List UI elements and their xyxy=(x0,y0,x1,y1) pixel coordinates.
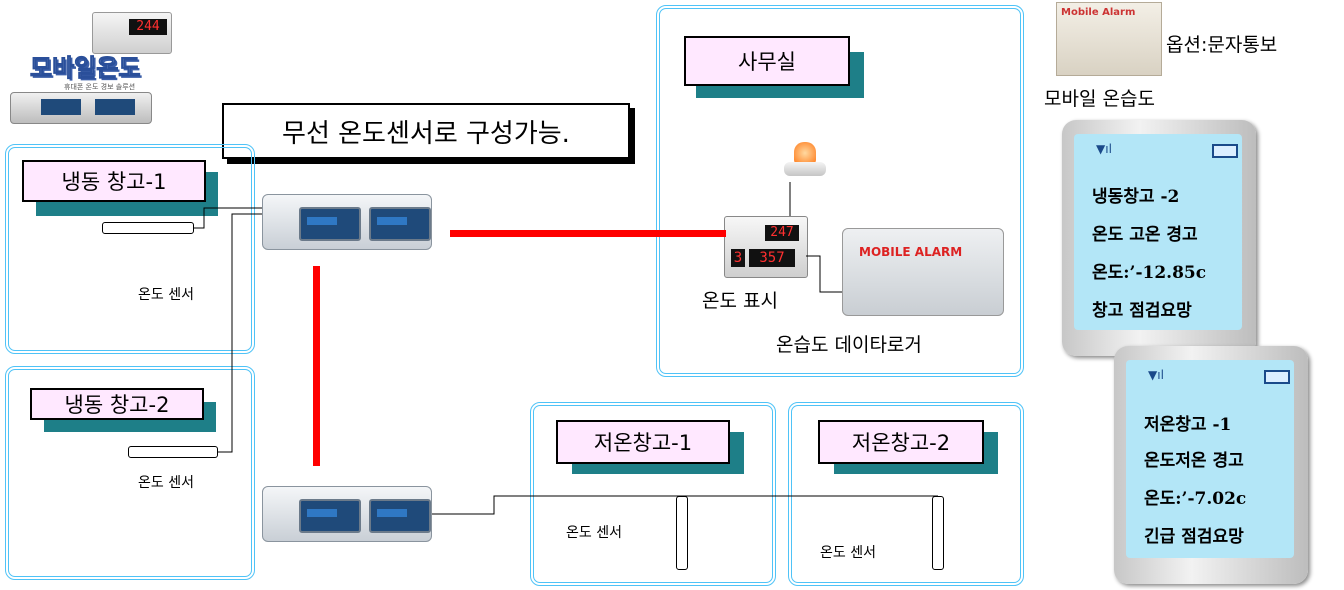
banner-text: 무선 온도센서로 구성가능. xyxy=(282,118,570,149)
zone-freezer-1-label: 냉동 창고-1 xyxy=(22,160,206,202)
phone-2-line-1: 저온창고 -1 xyxy=(1144,415,1232,435)
cold-1-sensor-label: 온도 센서 xyxy=(566,525,622,541)
zone-freezer-2 xyxy=(5,366,255,580)
mobile-alarm-device-text: MOBILE ALARM xyxy=(859,245,963,259)
logo-display-device: 244 xyxy=(92,12,172,54)
zone-cold-1-label: 저온창고-1 xyxy=(556,420,730,464)
red-link-vertical xyxy=(313,266,320,466)
zone-cold-1 xyxy=(530,402,776,586)
zone-freezer-2-label: 냉동 창고-2 xyxy=(30,388,204,420)
mobile-alarm-device: MOBILE ALARM xyxy=(842,228,1004,316)
display-left-value: 3 xyxy=(731,249,745,267)
zone-cold-2 xyxy=(788,402,1024,586)
display-top-value: 247 xyxy=(765,225,799,241)
wire-freezer-2 xyxy=(218,213,262,453)
red-link-horizontal xyxy=(450,230,726,237)
phone-2-line-3: 온도:’-7.02c xyxy=(1144,489,1247,509)
logo-logger-device xyxy=(10,92,152,124)
logo-subtitle: 휴대폰 온도 경보 솔루션 xyxy=(64,83,136,91)
freezer-2-sensor-label: 온도 센서 xyxy=(138,475,194,491)
phone-1-line-3: 온도:’-12.85c xyxy=(1092,263,1207,283)
phone-2-line-4: 긴급 점검요망 xyxy=(1144,527,1244,547)
zone-cold-2-label: 저온창고-2 xyxy=(818,420,984,464)
zone-freezer-1 xyxy=(5,144,255,354)
freezer-1-sensor-label: 온도 센서 xyxy=(138,287,194,303)
temperature-display-label: 온도 표시 xyxy=(702,290,778,312)
zone-office xyxy=(656,5,1024,377)
logo-display-value: 244 xyxy=(129,19,167,35)
logo-title: 모바일온도 xyxy=(29,54,141,83)
phone-1-line-2: 온도 고온 경고 xyxy=(1092,225,1198,245)
wire-freezer-1 xyxy=(194,207,262,229)
logo: 244 모바일온도 휴대폰 온도 경보 솔루션 xyxy=(4,6,174,126)
phone-1-line-1: 냉동창고 -2 xyxy=(1092,187,1180,207)
display-right-value: 357 xyxy=(749,249,795,267)
option-device-text: Mobile Alarm xyxy=(1061,7,1136,18)
phone-2: ▼ıl 저온창고 -1 온도저온 경고 온도:’-7.02c 긴급 점검요망 xyxy=(1114,346,1308,584)
data-logger-label: 온습도 데이타로거 xyxy=(776,334,922,356)
freezer-2-sensor xyxy=(128,446,218,458)
battery-icon xyxy=(1212,144,1238,158)
wire-cold-storage xyxy=(432,495,938,515)
wire-alarm xyxy=(806,255,842,293)
phone-2-line-2: 온도저온 경고 xyxy=(1144,451,1244,471)
signal-icon: ▼ıl xyxy=(1148,368,1164,382)
freezer-1-sensor xyxy=(102,222,194,234)
zone-office-label: 사무실 xyxy=(684,36,850,86)
cold-2-sensor-label: 온도 센서 xyxy=(820,545,876,561)
phone-1: ▼ıl 냉동창고 -2 온도 고온 경고 온도:’-12.85c 창고 점검요망 xyxy=(1062,120,1256,356)
alarm-siren xyxy=(784,142,826,182)
signal-icon: ▼ıl xyxy=(1096,142,1112,156)
temperature-display-device: 247 3 357 xyxy=(724,216,808,278)
data-logger-top xyxy=(262,194,432,250)
banner: 무선 온도센서로 구성가능. xyxy=(222,103,630,159)
data-logger-bottom xyxy=(262,486,432,542)
option-mobile-alarm-device: Mobile Alarm xyxy=(1056,2,1162,76)
option-label: 옵션:문자통보 xyxy=(1166,34,1278,56)
battery-icon xyxy=(1264,370,1290,384)
phone-1-line-4: 창고 점검요망 xyxy=(1092,301,1192,321)
option-sublabel: 모바일 온습도 xyxy=(1044,88,1155,110)
